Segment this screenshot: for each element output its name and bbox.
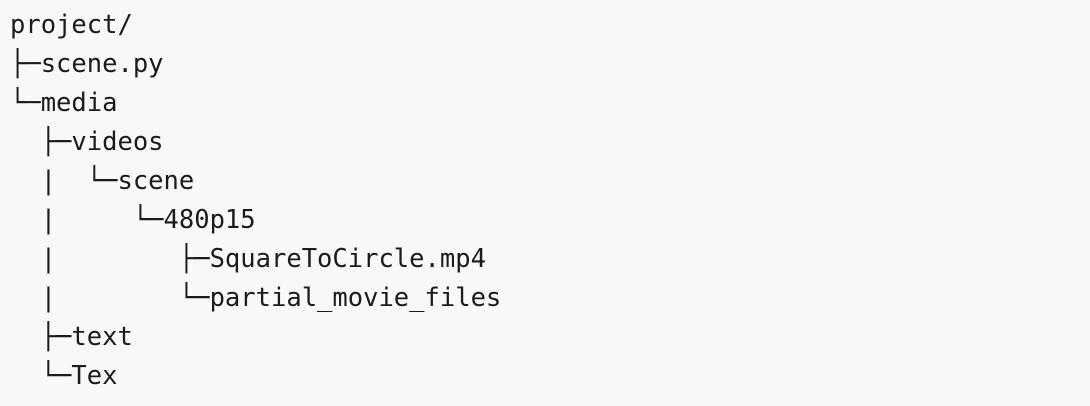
tree-line-text: ├─text (10, 322, 133, 352)
tree-line-square-to-circle: | ├─SquareToCircle.mp4 (10, 244, 486, 274)
tree-line-media: └─media (10, 88, 118, 118)
tree-line-partial-movie-files: | └─partial_movie_files (10, 283, 502, 313)
tree-line-scene-folder: | └─scene (10, 166, 195, 196)
tree-line-480p15: | └─480p15 (10, 205, 256, 235)
tree-line-project-root: project/ (10, 10, 133, 40)
tree-line-videos: ├─videos (10, 127, 164, 157)
tree-line-tex: └─Tex (10, 361, 118, 391)
tree-line-scene-py: ├─scene.py (10, 49, 164, 79)
